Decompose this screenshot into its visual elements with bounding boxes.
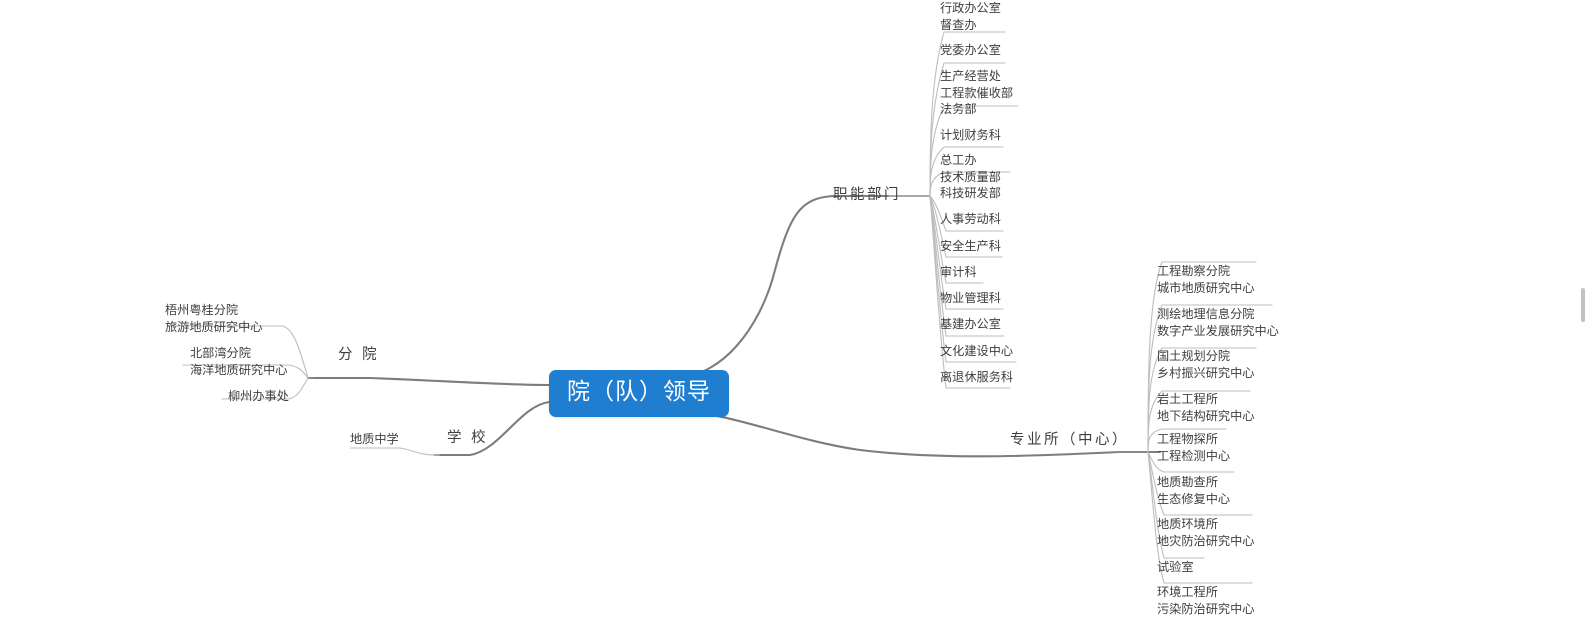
leaf-line: 文化建设中心 [940, 344, 1014, 358]
leaf-line: 审计科 [940, 265, 977, 279]
leaf-node[interactable]: 物业管理科 [940, 290, 1001, 307]
leaf-node[interactable]: 北部湾分院 海洋地质研究中心 [190, 345, 288, 378]
root-node-label: 院（队）领导 [567, 379, 711, 405]
leaf-line: 地质环境所 [1157, 517, 1218, 531]
leaf-line: 工程勘察分院 [1157, 264, 1231, 278]
leaf-line: 科技研发部 [940, 186, 1001, 200]
branch-label-zhuanye[interactable]: 专业所（中心） [1010, 431, 1129, 450]
leaf-line: 数字产业发展研究中心 [1157, 323, 1279, 338]
leaf-node[interactable]: 安全生产科 [940, 238, 1001, 255]
leaf-line: 旅游地质研究中心 [165, 319, 263, 334]
leaf-node[interactable]: 地质勘查所 生态修复中心 [1157, 474, 1230, 507]
leaf-node[interactable]: 地质环境所 地灾防治研究中心 [1157, 516, 1255, 549]
branch-label-zhineng-text: 职能部门 [833, 187, 901, 203]
leaf-line: 工程检测中心 [1157, 448, 1231, 463]
branch-label-xuexiao[interactable]: 学 校 [447, 429, 488, 448]
branch-label-zhineng[interactable]: 职能部门 [833, 186, 901, 205]
leaf-node[interactable]: 审计科 [940, 264, 977, 281]
leaf-node[interactable]: 柳州办事处 [228, 388, 289, 405]
leaf-node[interactable]: 国土规划分院 乡村振兴研究中心 [1157, 348, 1255, 381]
leaf-line: 国土规划分院 [1157, 349, 1231, 363]
leaf-node[interactable]: 离退休服务科 [940, 369, 1013, 386]
branch-label-fenyuan-text: 分 院 [338, 347, 380, 363]
leaf-node[interactable]: 试验室 [1157, 559, 1194, 576]
leaf-node[interactable]: 党委办公室 [940, 42, 1001, 59]
leaf-node[interactable]: 工程勘察分院 城市地质研究中心 [1157, 263, 1255, 296]
leaf-line: 行政办公室 [940, 1, 1001, 15]
branch-label-fenyuan[interactable]: 分 院 [338, 346, 379, 365]
leaf-node[interactable]: 岩土工程所 地下结构研究中心 [1157, 391, 1255, 424]
leaf-line: 人事劳动科 [940, 212, 1001, 226]
leaf-line: 技术质量部 [940, 169, 1001, 184]
leaf-node[interactable]: 环境工程所 污染防治研究中心 [1157, 584, 1255, 617]
leaf-node[interactable]: 生产经营处 工程款催收部 法务部 [940, 68, 1013, 118]
leaf-node[interactable]: 人事劳动科 [940, 211, 1001, 228]
leaf-node[interactable]: 测绘地理信息分院 数字产业发展研究中心 [1157, 306, 1279, 339]
leaf-line: 物业管理科 [940, 291, 1001, 305]
leaf-line: 城市地质研究中心 [1157, 280, 1255, 295]
leaf-line: 党委办公室 [940, 43, 1001, 57]
leaf-line: 梧州粤桂分院 [165, 303, 239, 317]
leaf-line: 测绘地理信息分院 [1157, 307, 1255, 321]
leaf-line: 环境工程所 [1157, 585, 1218, 599]
leaf-line: 岩土工程所 [1157, 392, 1218, 406]
leaf-line: 督查办 [940, 17, 977, 32]
leaf-line: 柳州办事处 [228, 389, 289, 403]
leaf-node[interactable]: 文化建设中心 [940, 343, 1013, 360]
leaf-node[interactable]: 总工办 技术质量部 科技研发部 [940, 152, 1001, 202]
leaf-line: 计划财务科 [940, 128, 1001, 142]
leaf-line: 海洋地质研究中心 [190, 362, 288, 377]
root-node[interactable]: 院（队）领导 [549, 370, 729, 418]
leaf-line: 乡村振兴研究中心 [1157, 365, 1255, 380]
leaf-node[interactable]: 计划财务科 [940, 127, 1001, 144]
leaf-line: 地灾防治研究中心 [1157, 533, 1255, 548]
vertical-scrollbar-thumb[interactable] [1581, 288, 1585, 322]
leaf-line: 地质中学 [350, 432, 399, 446]
leaf-line: 基建办公室 [940, 317, 1001, 331]
branch-label-zhuanye-text: 专业所（中心） [1010, 432, 1129, 448]
leaf-line: 工程款催收部 [940, 85, 1014, 100]
leaf-line: 试验室 [1157, 560, 1194, 574]
leaf-node[interactable]: 梧州粤桂分院 旅游地质研究中心 [165, 302, 263, 335]
leaf-node[interactable]: 行政办公室 督查办 [940, 0, 1001, 33]
leaf-line: 生态修复中心 [1157, 491, 1231, 506]
leaf-node[interactable]: 工程物探所 工程检测中心 [1157, 431, 1230, 464]
leaf-node[interactable]: 基建办公室 [940, 316, 1001, 333]
leaf-line: 北部湾分院 [190, 346, 251, 360]
leaf-line: 法务部 [940, 102, 977, 116]
leaf-line: 地下结构研究中心 [1157, 408, 1255, 423]
leaf-line: 总工办 [940, 153, 977, 167]
leaf-node[interactable]: 地质中学 [350, 431, 399, 448]
leaf-line: 地质勘查所 [1157, 475, 1218, 489]
leaf-line: 安全生产科 [940, 239, 1001, 253]
leaf-line: 污染防治研究中心 [1157, 601, 1255, 616]
leaf-line: 生产经营处 [940, 69, 1001, 83]
branch-label-xuexiao-text: 学 校 [447, 430, 489, 446]
leaf-line: 离退休服务科 [940, 370, 1014, 384]
leaf-line: 工程物探所 [1157, 432, 1218, 446]
